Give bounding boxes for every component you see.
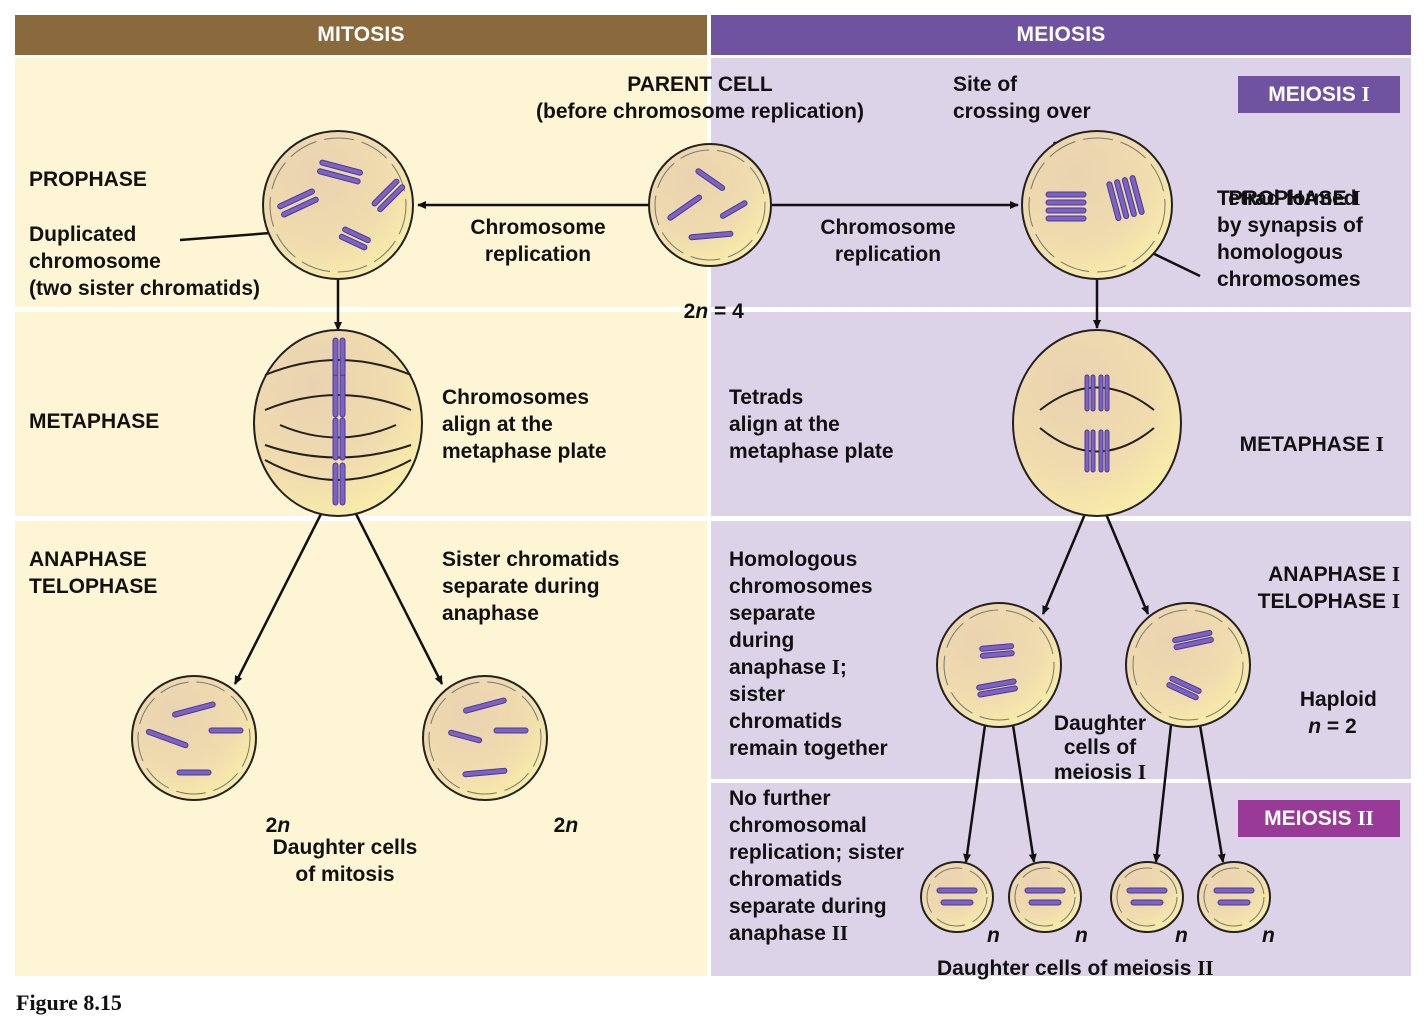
ploidy-var: n — [1075, 924, 1088, 947]
metaphase-i-text: METAPHASE — [1239, 433, 1376, 456]
mitosis-replication-label: Chromosome replication — [470, 216, 606, 266]
cell-meiosis1-daughter-right — [1125, 602, 1251, 728]
cells — [131, 130, 1271, 933]
cell-meiosis2-daughter-3 — [1110, 861, 1184, 933]
meiosis-ii-tag-text: MEIOSIS — [1264, 806, 1352, 830]
telophase-i-text: TELOPHASE — [1257, 590, 1392, 613]
cell-meiosis1-daughter-left — [936, 602, 1062, 728]
cell-parent — [648, 143, 772, 267]
meiosis-i-tag: MEIOSIS I — [1238, 76, 1400, 113]
mitosis-daughter-ploidy-left: 2n — [254, 785, 291, 839]
daughter2-text: Daughter cells of meiosis — [937, 957, 1198, 980]
arrow-d1-right-b — [1198, 724, 1226, 863]
parent-cell-subtitle: (before chromosome replication) — [536, 100, 864, 123]
parent-ploidy: 2n = 4 — [672, 271, 744, 325]
parent-cell-title: PARENT CELL — [627, 73, 773, 96]
mitosis-daughter-ploidy-right: 2n — [542, 785, 579, 839]
daughter1-text: Daughter cells of meiosis — [1053, 712, 1147, 784]
meiosis-metaphase-desc: Tetrads align at the metaphase plate — [729, 386, 894, 463]
meiosis-ii-tag: MEIOSIS II — [1238, 800, 1400, 837]
haploid-suffix: = 2 — [1321, 715, 1357, 738]
meiosis-ii-ploidy-2: n — [1075, 922, 1088, 949]
parent-ploidy-var: n — [695, 300, 709, 323]
telophase-i-num: I — [1391, 589, 1400, 613]
haploid-text: Haploid — [1299, 688, 1377, 711]
ploidy-var: n — [277, 814, 291, 837]
anaphase-i-text: ANAPHASE — [1268, 563, 1392, 586]
cell-meiosis2-daughter-2 — [1008, 861, 1082, 933]
anaphase-desc-num: I — [831, 655, 840, 679]
cell-mitosis-daughter-right — [422, 675, 548, 801]
meiosis-replication-label: Chromosome replication — [820, 216, 956, 266]
prophase-i-num: I — [1352, 186, 1361, 210]
mitosis-metaphase-label: METAPHASE — [29, 410, 160, 433]
cell-mitosis-daughter-left — [131, 675, 257, 801]
anaphase-i-label: ANAPHASE I — [1200, 534, 1400, 588]
anaphase-desc-b: ; sister chromatids remain together — [729, 656, 888, 760]
cell-meiosis-metaphase — [1012, 329, 1182, 517]
ploidy-var: n — [1262, 924, 1275, 947]
mitosis-header-label: MITOSIS — [317, 23, 405, 46]
arrow-d1-right-a — [1152, 724, 1173, 863]
prophase-i-label: PROPHASE I — [1217, 158, 1361, 212]
meiosis2-desc-num: II — [831, 921, 849, 945]
meiosis-i-daughter-label: Daughter cells of meiosis I — [1030, 712, 1170, 785]
cell-meiosis2-daughter-4 — [1197, 861, 1271, 933]
cell-meiosis-prophase — [1021, 130, 1173, 280]
duplicated-chromosome-label: Duplicated chromosome (two sister chroma… — [29, 223, 261, 300]
mitosis-anaphase-desc: Sister chromatids separate during anapha… — [442, 548, 620, 625]
cell-mitosis-prophase — [262, 130, 414, 280]
prophase-i-text: PROPHASE — [1228, 187, 1353, 210]
crossing-over-label: Site of crossing over — [953, 73, 1091, 123]
ploidy-var: n — [1175, 924, 1188, 947]
mitosis-header: MITOSIS — [15, 15, 707, 55]
telophase-i-label: TELOPHASE I — [1200, 561, 1400, 615]
arrow-mitosis-to-daughter-right — [353, 511, 444, 685]
meiosis-header-label: MEIOSIS — [1016, 23, 1106, 46]
daughter2-num: II — [1197, 956, 1214, 980]
anaphase-desc-a: Homologous chromosomes separate during a… — [729, 548, 873, 679]
parent-ploidy-suffix: = 4 — [708, 300, 744, 323]
ploidy-prefix: 2 — [553, 814, 566, 837]
meiosis-ii-ploidy-4: n — [1262, 922, 1275, 949]
haploid-var: n — [1308, 715, 1322, 738]
figure-caption: Figure 8.15 — [16, 990, 122, 1015]
haploid-label: Haploid n = 2 — [1270, 659, 1395, 740]
meiosis-ii-desc: No further chromosomal replication; sist… — [729, 785, 904, 947]
arrow-meiosis-to-daughter1-left — [1041, 513, 1087, 615]
ploidy-var: n — [565, 814, 579, 837]
mitosis-daughter-label: Daughter cells of mitosis — [272, 836, 418, 886]
meiosis-anaphase-panel — [711, 521, 1411, 779]
arrow-d1-left-b — [1011, 724, 1037, 863]
meiosis-header: MEIOSIS — [711, 15, 1411, 55]
metaphase-i-num: I — [1375, 432, 1384, 456]
meiosis-ii-daughter-label: Daughter cells of meiosis II — [937, 955, 1214, 982]
mitosis-anaphase-label: ANAPHASE TELOPHASE — [29, 548, 158, 598]
mitosis-metaphase-desc: Chromosomes align at the metaphase plate — [442, 386, 607, 463]
prophase-i-desc: Tetrad formed by synapsis of homologous … — [1217, 187, 1363, 291]
meiosis-i-tag-text: MEIOSIS — [1268, 82, 1356, 106]
daughter1-num: I — [1137, 760, 1147, 784]
meiosis-ii-tag-num: II — [1357, 806, 1374, 830]
mitosis-anaphase-panel — [15, 521, 707, 976]
meiosis-i-tag-num: I — [1361, 82, 1370, 106]
ploidy-prefix: 2 — [265, 814, 278, 837]
chromosomes — [145, 159, 1255, 906]
meiosis-ii-ploidy-1: n — [987, 922, 1000, 949]
arrow-meiosis-to-daughter1-right — [1104, 513, 1150, 615]
arrow-d1-left-a — [963, 724, 987, 863]
arrow-mitosis-to-daughter-left — [233, 511, 324, 685]
meiosis-anaphase-desc: Homologous chromosomes separate during a… — [729, 546, 888, 762]
meiosis2-desc-a: No further chromosomal replication; sist… — [729, 787, 905, 945]
arrows — [179, 141, 1226, 863]
meiosis-ii-ploidy-3: n — [1175, 922, 1188, 949]
metaphase-i-label: METAPHASE I — [1228, 404, 1384, 458]
cell-meiosis2-daughter-1 — [920, 861, 994, 933]
anaphase-i-num: I — [1391, 562, 1400, 586]
ploidy-var: n — [987, 924, 1000, 947]
mitosis-prophase-label: PROPHASE — [29, 168, 147, 191]
parent-ploidy-prefix: 2 — [683, 300, 696, 323]
